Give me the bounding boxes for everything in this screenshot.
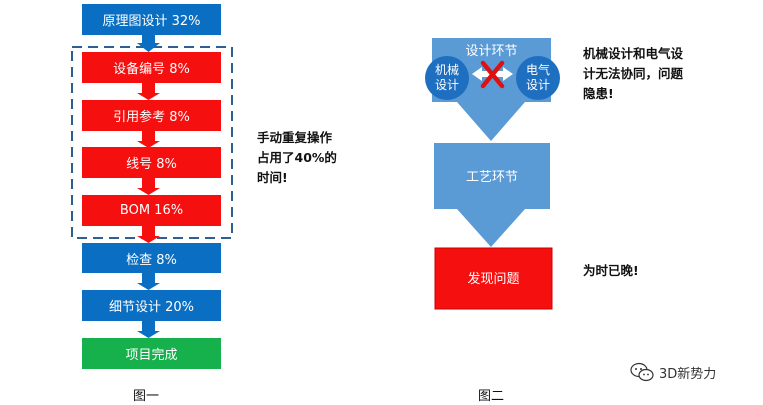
watermark-text: 3D新势力 [659,366,717,382]
arrow-down [137,273,160,290]
caption-figure-2: 图二 [478,389,505,404]
step-bom: BOM 16% [82,195,221,226]
caption-figure-1: 图一 [133,389,160,404]
note-line: 手动重复操作 [257,130,333,145]
arrow-down [137,131,160,148]
step-project-complete: 项目完成 [82,338,221,369]
watermark: 3D新势力 [630,362,716,382]
step-wire-number: 线号 8% [82,147,221,178]
circle-text-line: 设计 [525,78,550,92]
circle-text-line: 设计 [434,78,459,92]
step-check: 检查 8% [82,243,221,273]
note-line: 计无法协同，问题 [583,66,684,81]
step-schematic-design: 原理图设计 32% [82,4,221,35]
arrow-down [137,178,160,195]
mechanical-design-circle [425,56,469,100]
electrical-design-label: 电气 设计 [516,63,560,93]
step-device-numbering: 设备编号 8% [82,52,221,83]
problem-stage-label: 发现问题 [467,272,520,287]
arrow-down [137,35,160,52]
arrow-down [137,83,160,100]
step-reference: 引用参考 8% [82,100,221,131]
note-line: 占用了40%的 [257,150,337,165]
circle-text-line: 电气 [525,63,550,77]
diagram1-arrows [137,35,160,338]
arrow-down [137,321,160,338]
step-detail-design: 细节设计 20% [82,290,221,321]
problem-box [434,247,553,310]
diagram2-note-bottom: 为时已晚! [583,263,639,278]
mechanical-design-label: 机械 设计 [425,63,469,93]
diagram2-note-top: 机械设计和电气设 计无法协同，问题 隐患! [583,44,683,104]
note-line: 时间! [257,170,288,185]
blocked-x-icon [480,60,505,89]
process-stage-arrow [434,143,550,247]
wechat-icon [630,362,654,382]
electrical-design-circle [516,56,560,100]
arrow-down [137,226,160,243]
note-line: 机械设计和电气设 [583,46,684,61]
note-line: 隐患! [583,86,614,101]
circle-text-line: 机械 [434,63,459,77]
process-stage-label: 工艺环节 [465,170,518,185]
diagram1-note: 手动重复操作 占用了40%的 时间! [257,128,337,188]
design-stage-title: 设计环节 [465,44,518,59]
